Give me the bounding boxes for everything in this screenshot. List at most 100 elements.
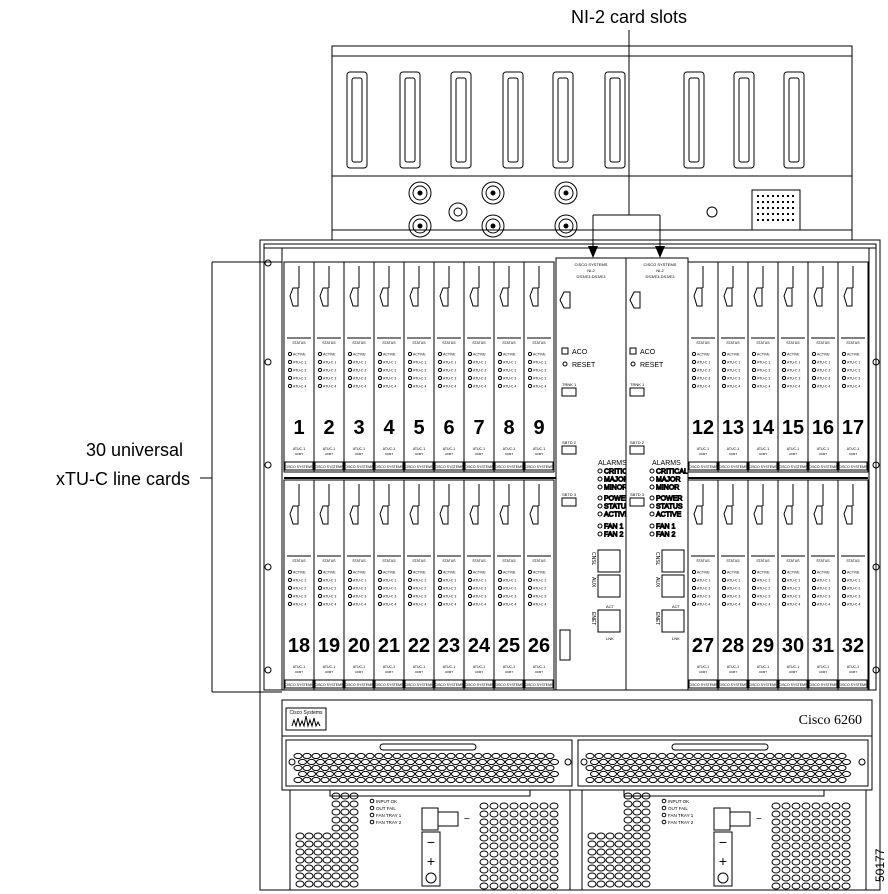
line-card-brand-plate bbox=[284, 461, 314, 471]
vent-hole bbox=[479, 874, 489, 882]
vent-hole bbox=[831, 810, 841, 818]
line-card-brand: CISCO SYSTEMS bbox=[405, 683, 434, 687]
alarm-label: STATUS bbox=[656, 504, 683, 511]
led-indicator bbox=[287, 351, 293, 357]
alarm-label: POWER bbox=[604, 496, 630, 503]
vent-hole bbox=[340, 792, 350, 800]
led-indicator bbox=[317, 577, 323, 583]
vent-hole bbox=[325, 770, 334, 778]
dot-grid-pin bbox=[772, 201, 774, 203]
dot-grid-pin bbox=[792, 207, 794, 209]
vent-hole bbox=[370, 770, 379, 778]
vent-hole bbox=[334, 770, 343, 778]
line-card-brand: CISCO SYSTEMS bbox=[749, 465, 778, 469]
led-indicator bbox=[347, 359, 353, 365]
vent-hole bbox=[479, 842, 489, 850]
led-indicator bbox=[721, 375, 727, 381]
vent-hole bbox=[374, 776, 384, 784]
line-card-ejector bbox=[693, 505, 703, 525]
led-label: ATU-C 2 bbox=[817, 369, 830, 373]
vent-hole bbox=[519, 866, 529, 874]
led-indicator bbox=[347, 367, 353, 373]
slot-number: 28 bbox=[722, 635, 744, 657]
vent-hole bbox=[428, 764, 438, 772]
line-card-brand: CISCO SYSTEMS bbox=[315, 465, 344, 469]
led-label: ATU-C 4 bbox=[383, 385, 396, 389]
vent-hole bbox=[499, 818, 509, 826]
vent-hole bbox=[614, 872, 624, 880]
led-label: ATU-C 3 bbox=[293, 377, 306, 381]
vent-hole bbox=[406, 770, 415, 778]
vent-hole bbox=[587, 848, 597, 856]
vent-hole bbox=[509, 776, 519, 784]
led-label: ATU-C 1 bbox=[413, 361, 426, 365]
line-card-status-label: STATUS bbox=[816, 559, 830, 563]
connector-port bbox=[783, 71, 805, 169]
bnc-connector bbox=[408, 214, 432, 238]
vent-hole bbox=[379, 770, 388, 778]
line-card-model-sub: 4DMT bbox=[789, 452, 797, 456]
line-card-status-label: STATUS bbox=[442, 559, 456, 563]
vent-hole bbox=[761, 770, 770, 778]
vent-hole bbox=[720, 752, 730, 760]
led-label: ACTIVE bbox=[503, 353, 516, 357]
vent-hole bbox=[478, 758, 487, 766]
slot-number: 21 bbox=[378, 635, 400, 657]
vent-hole bbox=[623, 872, 633, 880]
vent-hole bbox=[479, 802, 489, 810]
vent-hole bbox=[841, 826, 851, 834]
line-card-model: ATUC-1 bbox=[787, 665, 799, 669]
vent-hole bbox=[545, 764, 555, 772]
alarm-label: MINOR bbox=[604, 485, 627, 492]
dot-grid-pin bbox=[782, 219, 784, 221]
slot-number: 19 bbox=[318, 635, 340, 657]
vent-hole bbox=[801, 858, 811, 866]
vent-hole bbox=[545, 752, 555, 760]
vent-hole bbox=[514, 758, 523, 766]
vent-hole bbox=[379, 758, 388, 766]
line-card-status-label: STATUS bbox=[472, 559, 486, 563]
vent-hole bbox=[698, 758, 707, 766]
line-card-brand: CISCO SYSTEMS bbox=[809, 683, 838, 687]
vent-hole bbox=[549, 866, 559, 874]
line-card-model-sub: 4DMT bbox=[699, 670, 707, 674]
line-card-status-label: STATUS bbox=[502, 341, 516, 345]
vent-hole bbox=[489, 810, 499, 818]
vent-hole bbox=[603, 752, 613, 760]
line-card-status-label: STATUS bbox=[846, 341, 860, 345]
vent-hole bbox=[639, 752, 649, 760]
vent-hole bbox=[496, 770, 505, 778]
led-indicator bbox=[811, 577, 817, 583]
vent-hole bbox=[781, 810, 791, 818]
vent-hole bbox=[491, 776, 501, 784]
vent-hole bbox=[541, 770, 550, 778]
led-indicator bbox=[467, 601, 473, 607]
vent-hole bbox=[349, 816, 359, 824]
line-card-model-sub: 4DMT bbox=[729, 452, 737, 456]
alarm-led bbox=[649, 531, 655, 537]
line-card-brand: CISCO SYSTEMS bbox=[839, 683, 868, 687]
vent-hole bbox=[819, 752, 829, 760]
led-indicator bbox=[527, 375, 533, 381]
vent-hole bbox=[424, 770, 433, 778]
power-led-label: FAN TRAY 1 bbox=[376, 813, 402, 818]
led-label: ATU-C 1 bbox=[293, 579, 306, 583]
line-card-faceplate bbox=[777, 479, 809, 691]
line-card-model-sub: 4DMT bbox=[415, 670, 423, 674]
vent-hole bbox=[489, 874, 499, 882]
line-card-status-label: STATUS bbox=[352, 341, 366, 345]
vent-hole bbox=[842, 770, 851, 778]
vent-hole bbox=[632, 832, 642, 840]
vent-hole bbox=[828, 752, 838, 760]
vent-hole bbox=[442, 758, 451, 766]
vent-hole bbox=[320, 764, 330, 772]
vent-hole bbox=[331, 808, 341, 816]
dot-grid-pin bbox=[757, 201, 759, 203]
led-label: ATU-C 2 bbox=[847, 369, 860, 373]
line-card-status-label: STATUS bbox=[532, 341, 546, 345]
vent-hole bbox=[632, 848, 642, 856]
